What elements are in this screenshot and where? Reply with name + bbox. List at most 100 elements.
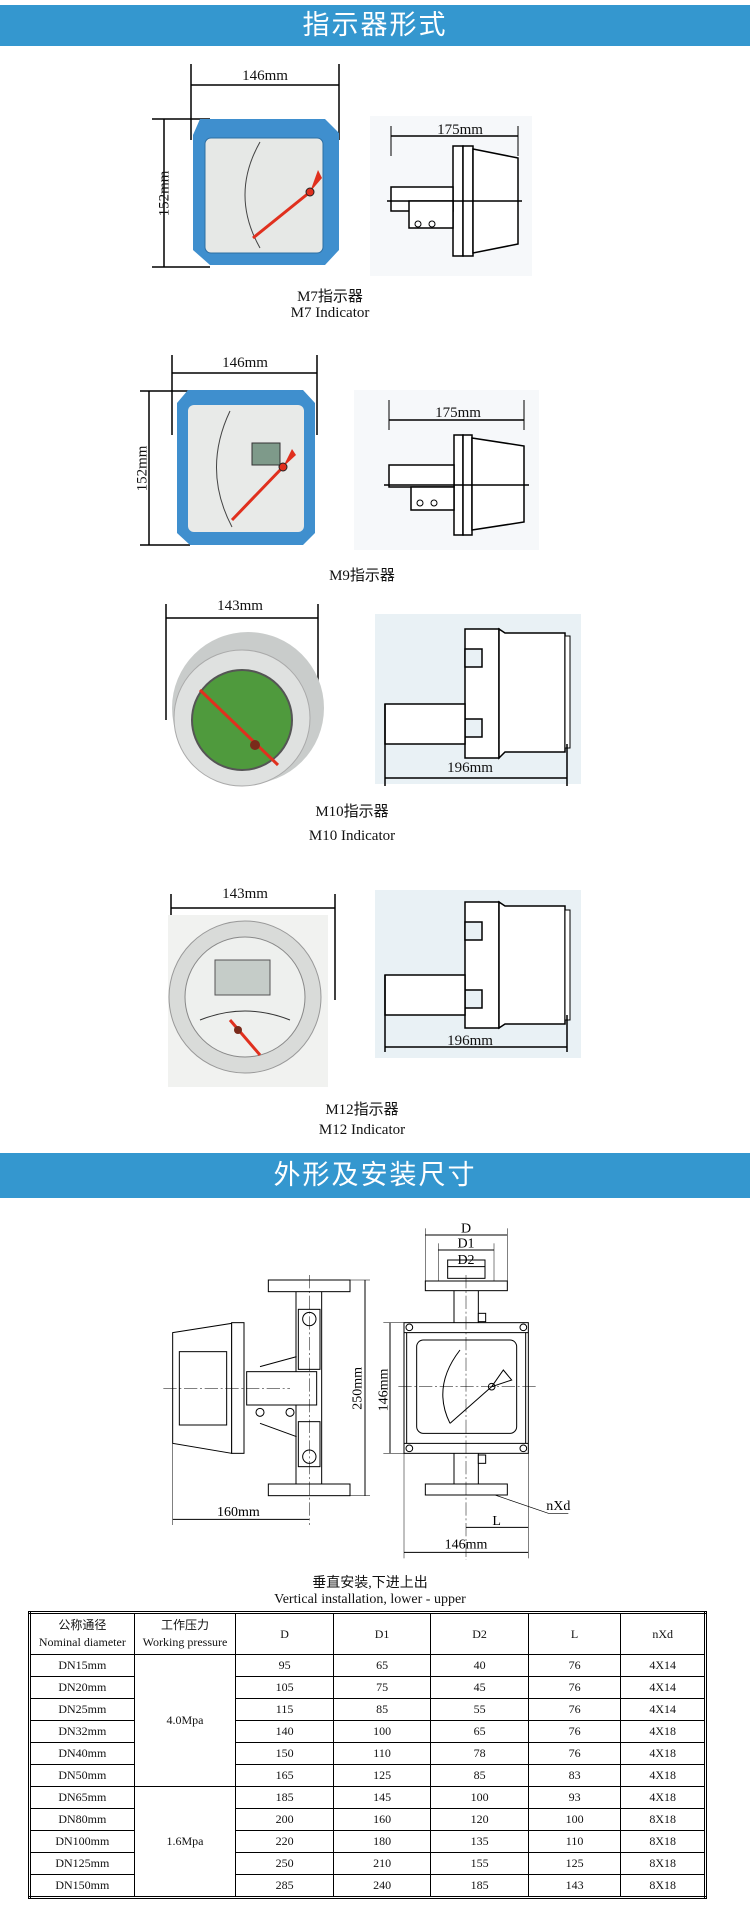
cell-nominal-diameter: DN150mm	[29, 1874, 135, 1898]
cell-d1: 210	[332, 1852, 432, 1875]
dim-d1-label: D1	[457, 1236, 474, 1251]
m10-front-photo	[165, 604, 324, 787]
cell-d1: 160	[332, 1808, 432, 1831]
cell-l: 100	[527, 1808, 622, 1831]
cell-d2: 65	[430, 1720, 529, 1743]
cell-d: 220	[235, 1830, 334, 1853]
m9-depth-dimension: 175mm	[435, 405, 481, 421]
cell-l: 76	[527, 1698, 622, 1721]
cell-l: 76	[527, 1742, 622, 1765]
header-nominal-diameter: 公称通径 Nominal diameter	[29, 1612, 135, 1655]
cell-nxd: 4X14	[620, 1698, 706, 1721]
cell-d1: 85	[332, 1698, 432, 1721]
cell-working-pressure: 1.6Mpa	[133, 1786, 237, 1898]
cell-l: 93	[527, 1786, 622, 1809]
cell-d2: 185	[430, 1874, 529, 1898]
cell-d2: 85	[430, 1764, 529, 1787]
cell-d2: 100	[430, 1786, 529, 1809]
dim-l-label: L	[492, 1514, 501, 1529]
cell-d1: 100	[332, 1720, 432, 1743]
dim-height-label: 250mm	[351, 1367, 366, 1410]
dimension-table: 公称通径 Nominal diameter 工作压力 Working pressur…	[28, 1611, 707, 1899]
header-d1: D1	[332, 1612, 432, 1655]
cell-nxd: 4X18	[620, 1742, 706, 1765]
cell-l: 83	[527, 1764, 622, 1787]
cell-nominal-diameter: DN20mm	[29, 1676, 135, 1699]
header-en: Nominal diameter	[38, 1635, 126, 1649]
m7-label-en: M7 Indicator	[290, 305, 370, 321]
cell-nxd: 8X18	[620, 1808, 706, 1831]
cell-d: 250	[235, 1852, 334, 1875]
cell-nxd: 4X18	[620, 1720, 706, 1743]
m12-label-en: M12 Indicator	[318, 1122, 406, 1138]
cell-d1: 145	[332, 1786, 432, 1809]
cell-d: 200	[235, 1808, 334, 1831]
cell-working-pressure: 4.0Mpa	[133, 1654, 237, 1787]
cell-nominal-diameter: DN25mm	[29, 1698, 135, 1721]
cell-nxd: 8X18	[620, 1830, 706, 1853]
table-header-row: 公称通径 Nominal diameter 工作压力 Working pressur…	[29, 1612, 706, 1655]
section-header-dimensions: 外形及安装尺寸	[0, 1153, 750, 1198]
cell-l: 76	[527, 1676, 622, 1699]
cell-d: 95	[235, 1654, 334, 1677]
m10-side-drawing	[375, 614, 581, 786]
cell-d: 115	[235, 1698, 334, 1721]
m7-depth-dimension: 175mm	[437, 122, 483, 138]
dim-width-label: 146mm	[445, 1537, 488, 1552]
cell-d2: 40	[430, 1654, 529, 1677]
m7-height-dimension: 152mm	[156, 170, 173, 217]
cell-nxd: 8X18	[620, 1852, 706, 1875]
dim-d2-label: D2	[457, 1253, 474, 1268]
cell-l: 143	[527, 1874, 622, 1898]
header-nxd: nXd	[620, 1612, 706, 1655]
cell-d2: 55	[430, 1698, 529, 1721]
header-cn: 公称通径	[58, 1618, 107, 1632]
cell-d: 165	[235, 1764, 334, 1787]
header-d: D	[235, 1612, 334, 1655]
m10-label-cn: M10指示器	[315, 804, 389, 820]
section-title: 外形及安装尺寸	[273, 1160, 477, 1191]
cell-d: 140	[235, 1720, 334, 1743]
section-title: 指示器形式	[302, 10, 448, 41]
cell-nominal-diameter: DN40mm	[29, 1742, 135, 1765]
cell-nxd: 4X14	[620, 1654, 706, 1677]
cell-nominal-diameter: DN80mm	[29, 1808, 135, 1831]
cell-nominal-diameter: DN65mm	[29, 1786, 135, 1809]
m9-front-photo	[140, 355, 318, 546]
header-en: Working pressure	[142, 1635, 228, 1649]
m12-side-drawing	[375, 890, 581, 1058]
m10-depth-dimension: 196mm	[447, 760, 493, 776]
cell-l: 76	[527, 1654, 622, 1677]
m10-width-dimension: 143mm	[217, 598, 263, 614]
header-working-pressure: 工作压力 Working pressure	[133, 1612, 237, 1655]
install-caption-cn: 垂直安装,下进上出	[312, 1576, 428, 1591]
m7-label-cn: M7指示器	[297, 289, 363, 305]
m9-label-cn: M9指示器	[329, 568, 395, 584]
cell-d2: 45	[430, 1676, 529, 1699]
install-caption-en: Vertical installation, lower - upper	[274, 1592, 466, 1607]
m12-label-cn: M12指示器	[325, 1102, 399, 1118]
cell-d: 185	[235, 1786, 334, 1809]
cell-nxd: 4X18	[620, 1764, 706, 1787]
cell-nominal-diameter: DN50mm	[29, 1764, 135, 1787]
m7-width-dimension: 146mm	[242, 68, 288, 84]
cell-nxd: 4X18	[620, 1786, 706, 1809]
dim-depth-label: 160mm	[217, 1505, 260, 1520]
m7-side-drawing	[370, 116, 532, 276]
dim-body-label: 146mm	[376, 1369, 391, 1412]
section-header-indicator-types: 指示器形式	[0, 5, 750, 46]
header-cn: 工作压力	[160, 1618, 209, 1632]
dim-d-label: D	[461, 1222, 471, 1237]
m12-front-photo	[168, 894, 336, 1087]
cell-d1: 240	[332, 1874, 432, 1898]
cell-d1: 180	[332, 1830, 432, 1853]
